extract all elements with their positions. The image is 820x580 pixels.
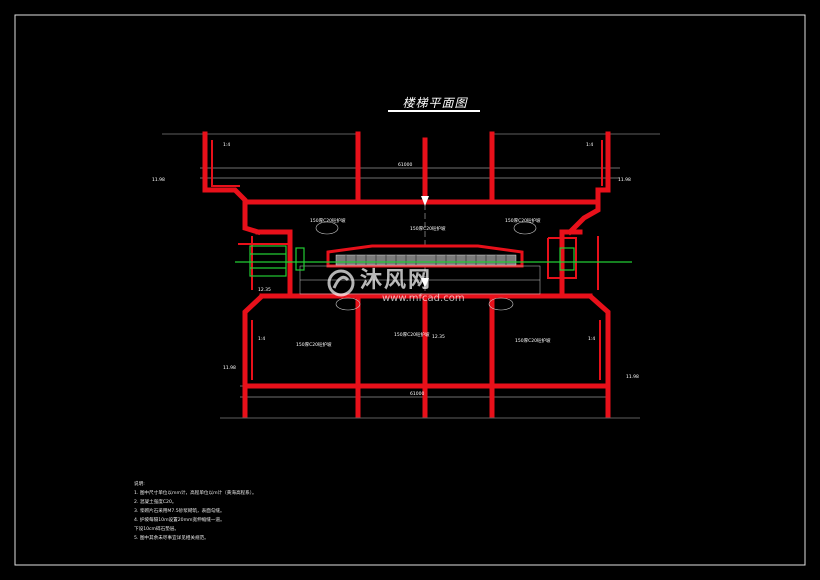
flow-arrows: [421, 196, 429, 288]
elev-top-right: 11.98: [618, 177, 631, 183]
stage-right-bottom-label: 1:4: [588, 336, 595, 342]
pave-label: 150厚C20砼护坡: [515, 337, 551, 344]
inner-walls: [211, 140, 603, 380]
note-line: 4. 护坡每隔10m设置20mm宽伸缩缝一道。: [134, 518, 225, 523]
stage-left-bottom-label: 1:4: [258, 336, 265, 342]
elev-mid-right: 12.35: [432, 334, 445, 340]
stair-deck: [299, 244, 541, 295]
drawing-frame: [14, 14, 806, 566]
retaining-walls: [202, 131, 611, 418]
watermark-logo-icon: [327, 269, 355, 297]
note-line: 5. 图中其余未尽事宜详见相关规范。: [134, 536, 209, 541]
dim-total-top: 61000: [398, 162, 412, 168]
pave-label: 150厚C20砼护坡: [394, 331, 430, 338]
note-line: 3. 浆砌片石采用M7.5砂浆砌筑，表面勾缝。: [134, 509, 225, 514]
elev-top-left: 11.98: [152, 177, 165, 183]
stage-right-label: 1:4: [586, 142, 593, 148]
title-underline: [388, 110, 480, 112]
dim-total-bottom: 61000: [410, 391, 424, 397]
elev-bottom-right: 11.98: [626, 374, 639, 380]
handrail: [235, 245, 632, 277]
drain-patches: [315, 221, 537, 311]
pave-label: 150厚C20砼护坡: [296, 341, 332, 348]
note-line: 下设10cm碎石垫层。: [134, 527, 180, 532]
note-line: 1. 图中尺寸单位以mm计，高程单位以m计（黄海高程系）。: [134, 491, 257, 496]
pave-label: 150厚C20砼护坡: [410, 225, 446, 232]
note-line: 2. 混凝土强度C20。: [134, 500, 177, 505]
elev-mid-left: 12.35: [258, 287, 271, 293]
note-line: 说明:: [134, 482, 145, 487]
pave-label: 150厚C20砼护坡: [505, 217, 541, 224]
watermark-brand: 沐风网: [360, 268, 433, 293]
drawing-notes: 说明: 1. 图中尺寸单位以mm计，高程单位以m计（黄海高程系）。 2. 混凝土…: [134, 480, 257, 543]
watermark-url: www.mfcad.com: [382, 293, 465, 304]
pave-label: 150厚C20砼护坡: [310, 217, 346, 224]
stage-left-label: 1:4: [223, 142, 230, 148]
elev-bottom-left: 11.98: [223, 365, 236, 371]
drawing-title: 楼梯平面图: [402, 96, 468, 110]
